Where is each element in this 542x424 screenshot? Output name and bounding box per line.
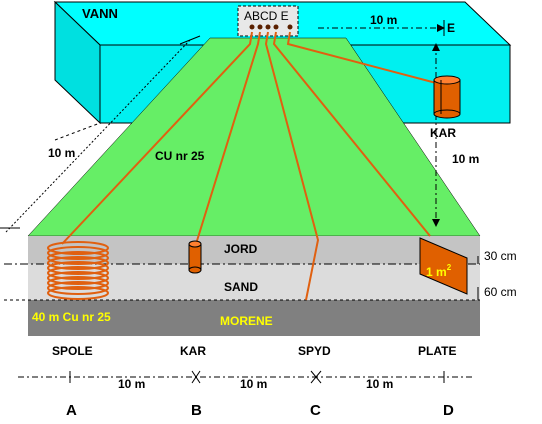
terminal-dot-d xyxy=(273,24,279,30)
electrode-name-spole: SPOLE xyxy=(52,344,93,358)
spacing-ab: 10 m xyxy=(118,377,145,391)
left-distance-label: 10 m xyxy=(48,146,75,160)
plate-electrode xyxy=(419,237,468,295)
electrode-letter-d: D xyxy=(443,402,454,419)
bottom-dimension-marks xyxy=(69,370,445,384)
electrode-letter-c: C xyxy=(310,402,321,419)
kar-right-label: KAR xyxy=(430,126,456,140)
vann-label: VANN xyxy=(82,6,118,21)
coil-electrode xyxy=(47,241,109,300)
morene-layer xyxy=(28,300,480,336)
terminal-dot-c xyxy=(265,24,271,30)
depth-60-label: 60 cm xyxy=(484,285,517,299)
electrode-name-spyd: SPYD xyxy=(298,344,331,358)
water-kar xyxy=(433,75,461,119)
cu-wire-label: CU nr 25 xyxy=(155,149,205,163)
e-label: E xyxy=(447,21,455,35)
terminal-box xyxy=(237,5,299,37)
plate-area-value: 1 m xyxy=(426,265,447,279)
morene-label: MORENE xyxy=(220,314,273,328)
sand-label: SAND xyxy=(224,280,258,294)
electrode-name-kar: KAR xyxy=(180,344,206,358)
right-distance-label: 10 m xyxy=(452,152,479,166)
terminal-dots xyxy=(249,24,293,30)
wire-e xyxy=(286,31,441,85)
wire-c xyxy=(264,31,320,301)
left-dimension-edge xyxy=(54,122,101,141)
terminal-dot-e xyxy=(287,24,293,30)
electrode-name-plate: PLATE xyxy=(418,344,456,358)
wire-a xyxy=(61,31,253,245)
left-dimension-line xyxy=(5,39,191,233)
electrode-letter-a: A xyxy=(66,402,77,419)
coil-wire-label: 40 m Cu nr 25 xyxy=(32,310,111,324)
spacing-bc: 10 m xyxy=(240,377,267,391)
top-distance-label: 10 m xyxy=(370,13,397,27)
terminal-labels: ABCD E xyxy=(244,9,289,23)
plate-area-exponent: 2 xyxy=(447,263,452,272)
wire-b xyxy=(195,31,261,245)
spacing-cd: 10 m xyxy=(366,377,393,391)
ground-kar xyxy=(188,240,202,274)
wire-d xyxy=(272,31,431,237)
jord-label: JORD xyxy=(224,242,258,256)
terminal-dot-b xyxy=(257,24,263,30)
left-dimension-tick-top xyxy=(179,35,201,45)
electrode-letter-b: B xyxy=(191,402,202,419)
plate-area-label: 1 m2 xyxy=(426,263,452,279)
wires xyxy=(61,31,441,301)
depth-30-label: 30 cm xyxy=(484,249,517,263)
terminal-dot-a xyxy=(249,24,255,30)
